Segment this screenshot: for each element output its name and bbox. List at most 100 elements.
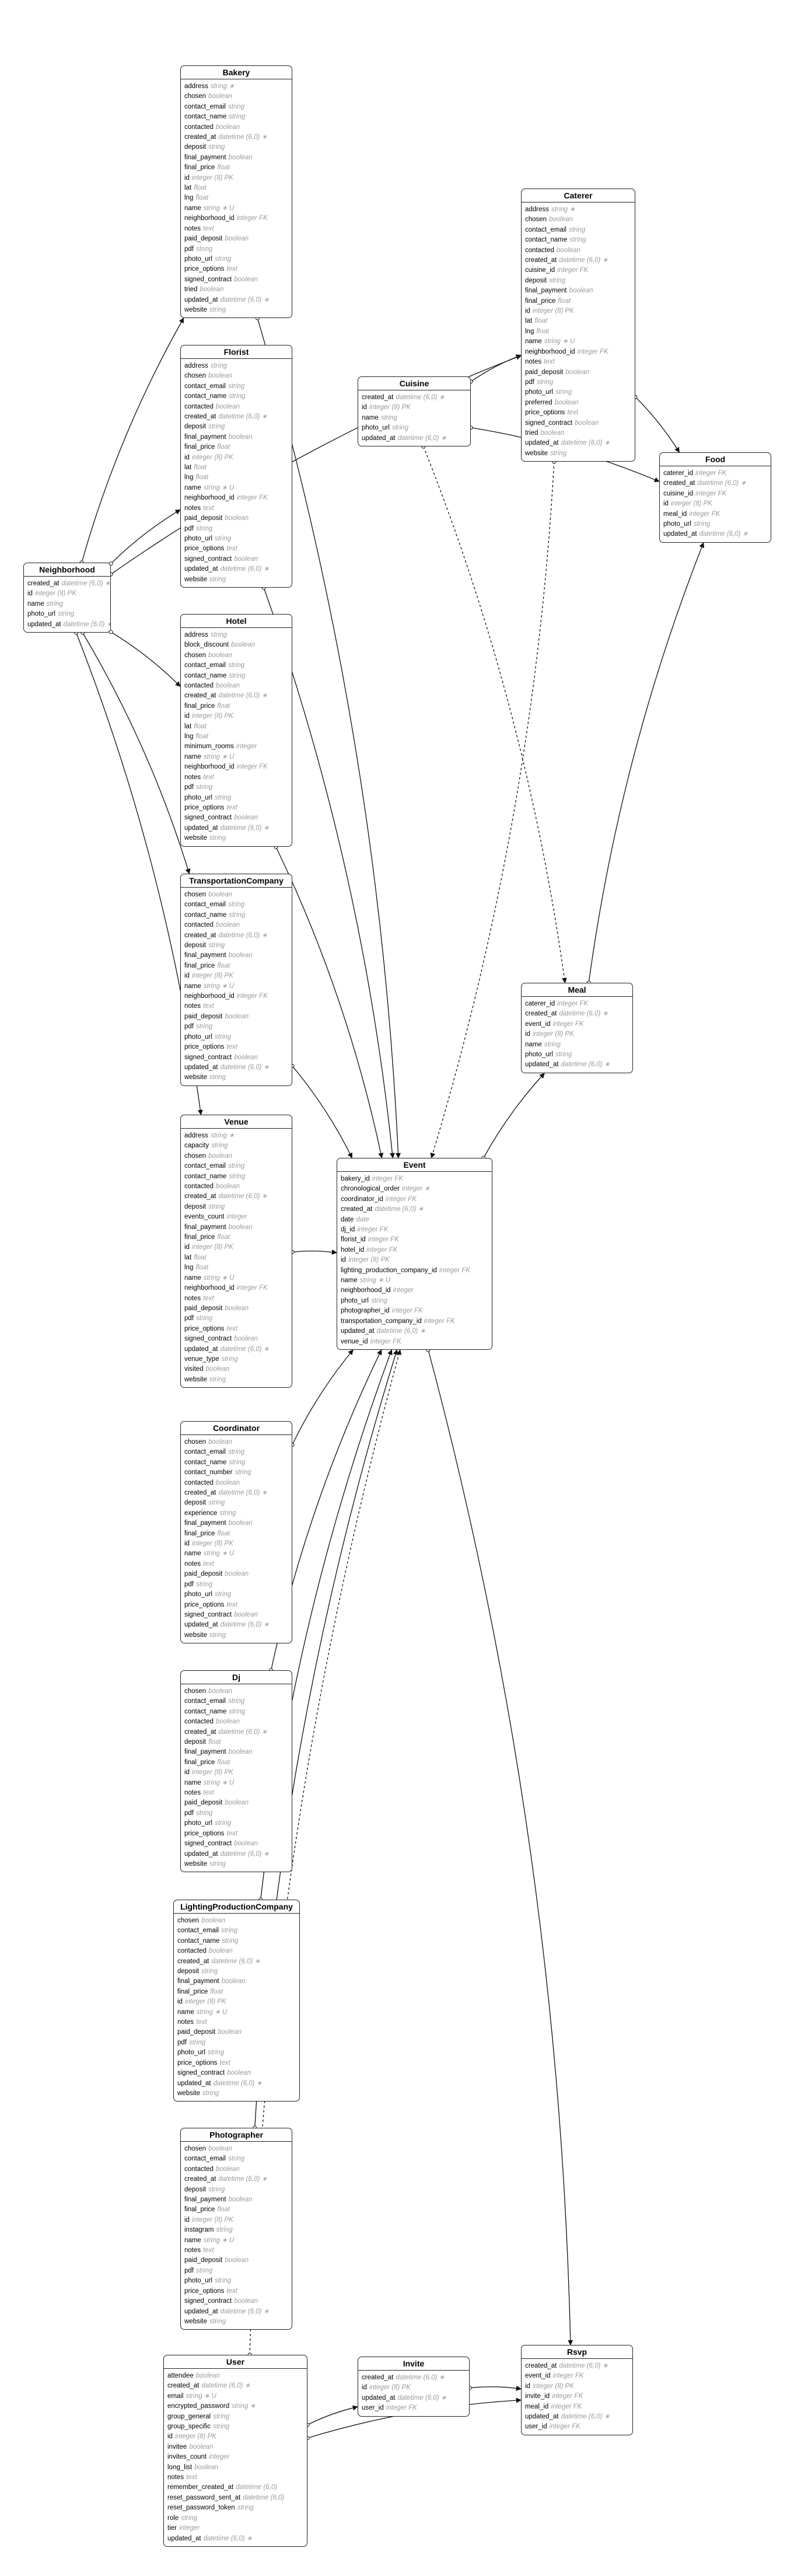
attribute-name: cuisine_id	[663, 490, 694, 497]
attribute-name: updated_at	[177, 2079, 211, 2087]
attribute-type: string	[209, 306, 226, 313]
attribute-type: integer FK	[236, 1284, 268, 1292]
attribute-type: boolean	[549, 216, 573, 224]
attribute-type: string	[228, 1163, 245, 1170]
attribute-name: lng	[184, 474, 194, 481]
attribute-type: string ∗	[210, 1132, 235, 1139]
attribute-name: name	[184, 982, 201, 990]
attribute-name: deposit	[184, 942, 207, 950]
attribute-type: integer (8) PK	[184, 1998, 226, 2006]
attribute-name: minimum_rooms	[184, 743, 234, 751]
attribute-type: integer FK	[391, 1307, 423, 1315]
attribute-type: boolean	[218, 2029, 242, 2036]
attribute-type: string	[196, 525, 213, 532]
attribute-type: boolean	[215, 1479, 240, 1486]
attribute-name: address	[184, 631, 208, 638]
attribute-type: string	[207, 2049, 225, 2057]
attribute-type: integer FK	[552, 2393, 583, 2400]
attribute-type: string	[370, 1297, 388, 1304]
entity-title: Bakery	[181, 66, 292, 79]
attribute-type: string	[196, 2267, 213, 2274]
attribute-name: final_price	[184, 702, 215, 710]
attribute-name: final_price	[184, 2206, 215, 2214]
attribute-name: photo_url	[184, 1591, 212, 1598]
attribute-name: capacity	[184, 1142, 209, 1150]
attribute-name: created_at	[184, 2176, 216, 2183]
attribute-type: string	[555, 389, 572, 396]
attribute-type: integer (8) PK	[34, 590, 76, 598]
attribute-type: datetime (6,0) ∗	[211, 1957, 261, 1965]
attribute-name: caterer_id	[525, 1000, 555, 1007]
attribute-type: text	[226, 1043, 237, 1051]
attribute-type: string	[229, 393, 246, 400]
attribute-name: paid_deposit	[184, 1799, 223, 1807]
attribute-type: integer (8) PK	[532, 2382, 574, 2390]
attribute-name: photo_url	[663, 521, 691, 528]
attribute-type: boolean	[225, 1570, 249, 1578]
attribute-name: notes	[184, 1789, 201, 1797]
relationship-edge	[292, 1249, 337, 1255]
attribute-type: string	[214, 535, 232, 542]
entity-title: Florist	[181, 345, 292, 359]
attribute-name: updated_at	[184, 2308, 218, 2315]
attribute-type: integer FK	[236, 993, 268, 1000]
attribute-name: price_options	[184, 1043, 225, 1051]
attribute-name: photo_url	[341, 1297, 369, 1304]
attribute-name: pdf	[184, 1023, 194, 1031]
attribute-name: pdf	[184, 1580, 194, 1588]
attribute-name: contact_email	[525, 226, 566, 233]
attribute-type: string ∗ U	[203, 753, 235, 760]
attribute-name: updated_at	[525, 2413, 559, 2421]
attribute-type: datetime (6,0) ∗	[218, 931, 268, 939]
attribute-type: text	[203, 1294, 214, 1302]
attribute-name: created_at	[362, 2374, 394, 2381]
attribute-name: contact_email	[184, 382, 226, 390]
attribute-type: datetime (6,0) ∗	[220, 824, 270, 832]
attribute-type: float	[194, 1254, 207, 1261]
